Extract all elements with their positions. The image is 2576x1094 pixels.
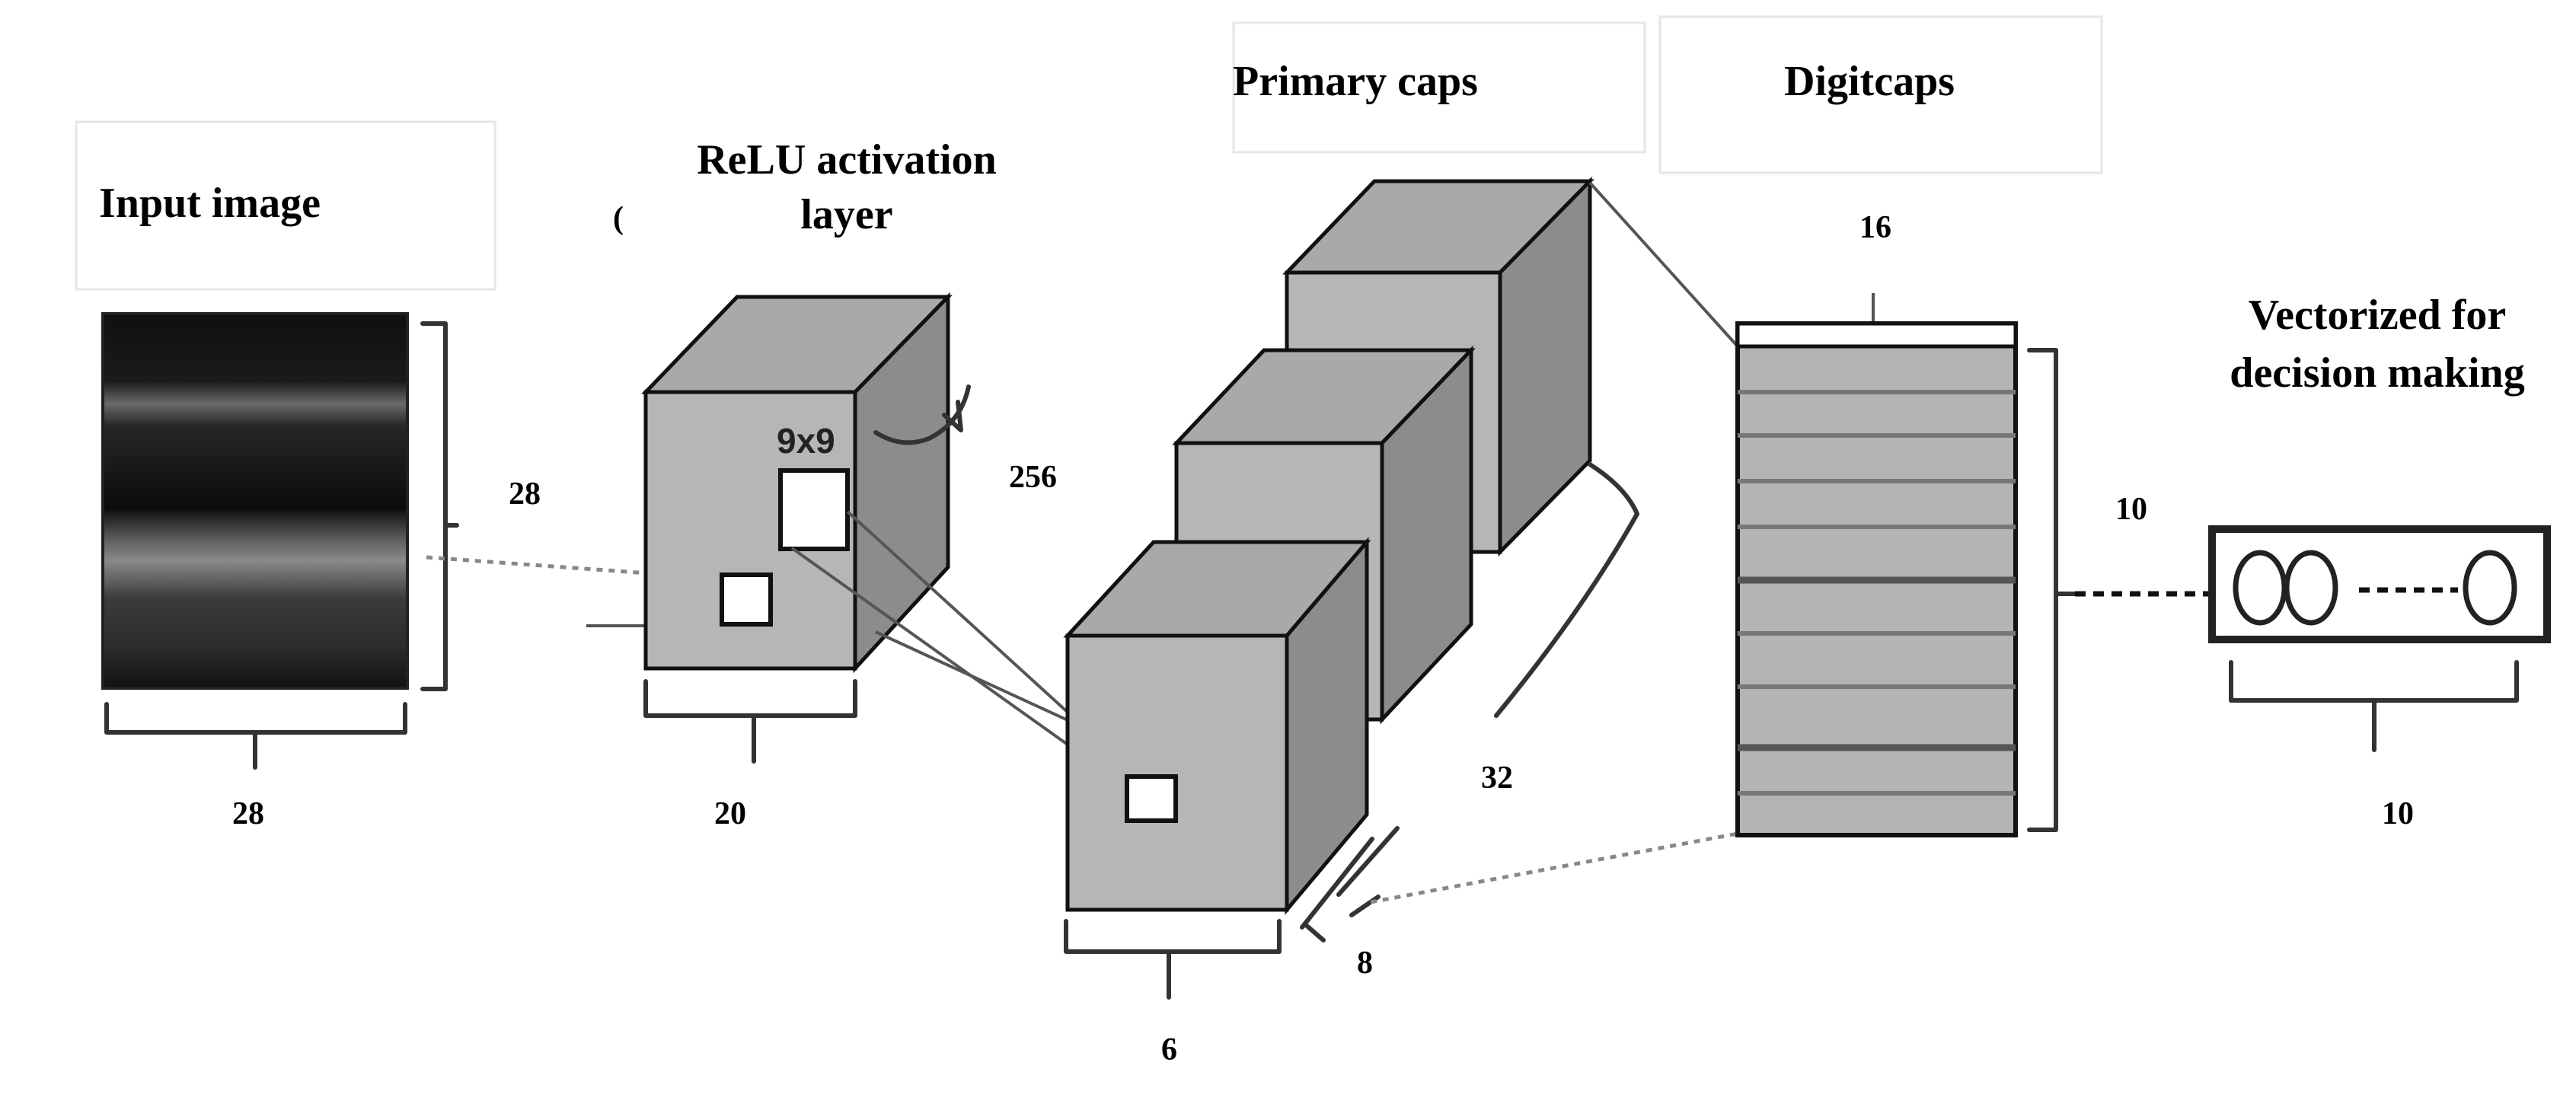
- relu-width-brace: [643, 679, 857, 764]
- output-count-label: 10: [2382, 796, 2414, 831]
- caps-front-front: [1065, 633, 1289, 912]
- digitcaps-label-frame: [1658, 15, 2103, 174]
- primary-caps-label-frame: [1232, 21, 1646, 154]
- primary-caps-dim-label: 8: [1357, 946, 1373, 981]
- relu-title-line2: layer: [800, 191, 892, 238]
- relu-stray-mark: (: [613, 201, 624, 236]
- digitcaps-rows: [1738, 390, 2016, 796]
- relu-depth-brace: [873, 384, 971, 445]
- caps-to-digit-line-bottom: [1370, 831, 1738, 904]
- primary-width-label: 6: [1161, 1032, 1177, 1067]
- relu-kernel-small: [720, 573, 773, 627]
- digitcaps-title: Digitcaps: [1784, 58, 1955, 105]
- output-node: [2233, 550, 2287, 626]
- primary-caps-kernel: [1125, 774, 1178, 823]
- primary-depth-brace: [1494, 462, 1639, 718]
- primary-width-brace: [1064, 919, 1282, 1000]
- kernel-size-label: 9x9: [777, 421, 835, 461]
- primary-depth-label: 32: [1481, 761, 1513, 796]
- input-width-label: 28: [232, 796, 264, 831]
- relu-to-caps-line2: [790, 547, 1098, 767]
- digit-dim-label: 16: [1859, 210, 1891, 245]
- primary-caps-cube-front: [1063, 537, 1371, 915]
- input-width-brace: [104, 702, 407, 770]
- relu-width-label: 20: [714, 796, 746, 831]
- primary-caps-dim-brace: [1300, 826, 1400, 942]
- vectorized-title-line1: Vectorized for: [2249, 292, 2506, 339]
- digitcaps-matrix-header: [1735, 321, 2018, 349]
- relu-kernel-large: [778, 468, 850, 551]
- digit-count-brace: [2027, 348, 2080, 832]
- output-count-brace: [2229, 660, 2519, 752]
- output-node: [2284, 550, 2338, 626]
- input-height-brace: [420, 321, 459, 691]
- relu-title-line1: ReLU activation: [697, 136, 997, 183]
- digit-count-label: 10: [2115, 492, 2147, 527]
- relu-to-caps-line3: [875, 630, 1067, 721]
- caps-to-digit-line-top: [1588, 181, 1739, 348]
- input-label-frame: [75, 120, 496, 291]
- input-image-title: Input image: [99, 180, 321, 227]
- relu-depth-label: 256: [1009, 460, 1057, 495]
- output-node: [2463, 550, 2517, 626]
- input-height-label: 28: [509, 477, 541, 512]
- primary-caps-title: Primary caps: [1233, 58, 1478, 105]
- vectorized-title-line2: decision making: [2230, 349, 2524, 397]
- input-image: [101, 312, 409, 690]
